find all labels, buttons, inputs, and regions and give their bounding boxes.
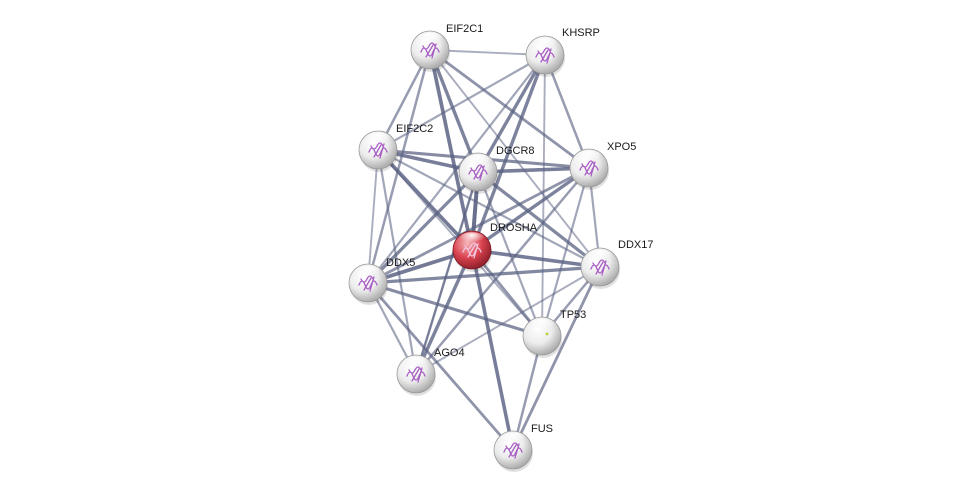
node-highlight bbox=[458, 232, 486, 247]
edge-eif2c2-ago4[interactable] bbox=[376, 148, 418, 376]
node-highlight bbox=[402, 356, 430, 371]
node-highlight bbox=[416, 32, 444, 47]
node-label-eif2c1: EIF2C1 bbox=[446, 23, 483, 35]
node-label-eif2c2: EIF2C2 bbox=[396, 123, 433, 135]
edge-khsrp-eif2c2[interactable] bbox=[376, 53, 547, 152]
node-tp53[interactable]: TP53 bbox=[522, 309, 586, 358]
edge-xpo5-tp53[interactable] bbox=[540, 166, 591, 338]
node-highlight bbox=[464, 154, 492, 169]
edge-ddx17-ddx5[interactable] bbox=[366, 265, 602, 285]
node-highlight bbox=[354, 265, 382, 280]
node-highlight bbox=[499, 432, 527, 447]
node-highlight bbox=[528, 318, 556, 333]
node-fus[interactable]: FUS bbox=[493, 423, 553, 472]
edge-drosha-xpo5[interactable] bbox=[470, 166, 591, 252]
node-ago4[interactable]: AGO4 bbox=[396, 347, 465, 396]
edge-drosha-eif2c1[interactable] bbox=[428, 48, 474, 252]
edge-eif2c1-ddx5[interactable] bbox=[366, 48, 432, 285]
node-label-khsrp: KHSRP bbox=[562, 27, 600, 39]
node-label-ago4: AGO4 bbox=[434, 347, 465, 359]
edge-khsrp-xpo5[interactable] bbox=[543, 53, 591, 170]
edge-tp53-fus[interactable] bbox=[511, 334, 544, 452]
node-highlight bbox=[586, 249, 614, 264]
edge-ddx17-ago4[interactable] bbox=[415, 266, 601, 375]
edge-ddx5-tp53[interactable] bbox=[366, 281, 544, 338]
node-dgcr8[interactable]: DGCR8 bbox=[458, 145, 535, 194]
node-label-ddx17: DDX17 bbox=[618, 239, 653, 251]
edge-ago4-dgcr8[interactable] bbox=[415, 171, 479, 375]
edge-dgcr8-tp53[interactable] bbox=[476, 170, 544, 338]
edge-drosha-fus[interactable] bbox=[470, 248, 515, 452]
edge-dgcr8-ddx5[interactable] bbox=[366, 170, 480, 285]
node-eif2c1[interactable]: EIF2C1 bbox=[410, 23, 483, 72]
edge-eif2c1-xpo5[interactable] bbox=[428, 48, 591, 170]
node-label-ddx5: DDX5 bbox=[386, 257, 415, 269]
node-ddx17[interactable]: DDX17 bbox=[580, 239, 653, 289]
node-label-xpo5: XPO5 bbox=[607, 141, 636, 153]
edge-xpo5-ddx5[interactable] bbox=[366, 166, 591, 285]
node-khsrp[interactable]: KHSRP bbox=[525, 27, 600, 77]
node-label-dgcr8: DGCR8 bbox=[496, 145, 535, 157]
node-label-drosha: DROSHA bbox=[490, 222, 538, 234]
node-drosha[interactable]: DROSHA bbox=[452, 222, 538, 272]
node-xpo5[interactable]: XPO5 bbox=[569, 141, 636, 190]
node-label-fus: FUS bbox=[531, 423, 553, 435]
node-label-tp53: TP53 bbox=[560, 309, 586, 321]
node-ddx5[interactable]: DDX5 bbox=[348, 257, 415, 305]
edge-drosha-ddx17[interactable] bbox=[470, 248, 602, 269]
edge-dgcr8-ddx17[interactable] bbox=[476, 170, 602, 269]
node-eif2c2[interactable]: EIF2C2 bbox=[358, 123, 433, 172]
edge-khsrp-dgcr8[interactable] bbox=[476, 53, 547, 174]
edge-eif2c2-ddx17[interactable] bbox=[376, 148, 602, 269]
edge-eif2c2-ddx5[interactable] bbox=[367, 149, 379, 284]
edge-ddx17-fus[interactable] bbox=[511, 265, 602, 452]
edge-khsrp-tp53[interactable] bbox=[541, 54, 546, 337]
node-highlight bbox=[531, 37, 559, 52]
node-highlight bbox=[364, 132, 392, 147]
edge-ddx5-fus[interactable] bbox=[366, 281, 515, 452]
edge-drosha-ago4[interactable] bbox=[414, 248, 474, 376]
edge-drosha-khsrp[interactable] bbox=[470, 53, 547, 252]
small-structure-dot-icon bbox=[545, 332, 549, 336]
node-highlight bbox=[575, 150, 603, 165]
edge-xpo5-ago4[interactable] bbox=[414, 166, 591, 376]
